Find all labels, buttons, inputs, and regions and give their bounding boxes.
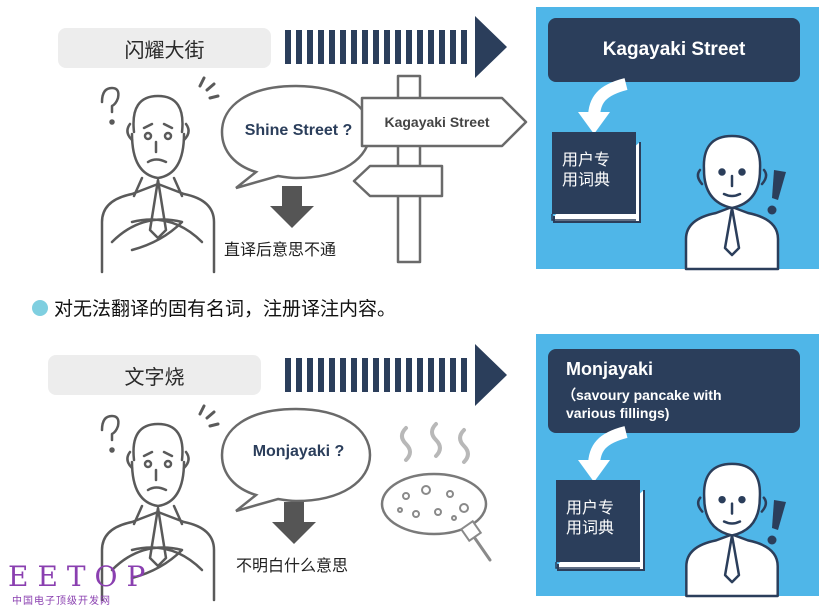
dictionary-book-icon-1 [551,132,641,223]
result-caption-1: 直译后意思不通 [224,240,337,259]
happy-person-icon-2 [685,462,779,598]
target-subtitle-2a: （savoury pancake with [562,387,722,403]
striped-arrow-1 [285,16,507,78]
striped-arrow-2 [285,344,507,406]
happy-person-icon-1 [684,134,780,271]
exclamation-icon-2 [767,500,786,545]
watermark-tagline: 中国电子顶级开发网 [12,596,111,607]
dictionary-label-1: 用户专用词典 [562,150,611,189]
bubble-text-1: Shine Street ? [244,122,353,139]
source-term-1: 闪耀大街 [124,37,205,62]
target-title-box-1: Kagayaki Street [548,18,800,82]
pancake-icon [380,422,492,562]
curved-arrow-1 [578,78,628,134]
result-caption-2: 不明白什么意思 [236,556,349,575]
speech-bubble-2 [220,407,372,513]
source-term-box-1: 闪耀大街 [58,28,271,68]
confused-person-icon-2 [100,404,220,602]
target-title-2: Monjayaki [566,359,654,379]
dictionary-book-icon-2 [555,480,645,571]
note-text: 对无法翻译的固有名词，注册译注内容。 [54,298,397,320]
sign-text: Kagayaki Street [384,114,490,130]
dictionary-label-2: 用户专用词典 [566,498,615,537]
exclamation-icon-1 [767,170,786,215]
bullet-dot [32,300,48,316]
confused-person-icon-1 [100,76,220,274]
down-arrow-2 [272,502,316,544]
down-arrow-1 [270,186,314,228]
target-title-box-2: Monjayaki （savoury pancake with various … [548,349,800,433]
target-subtitle-2b: various fillings) [566,405,670,421]
source-term-box-2: 文字烧 [48,355,261,395]
source-term-2: 文字烧 [124,364,185,389]
curved-arrow-2 [578,426,628,482]
bubble-text-2: Monjayaki ? [252,443,345,460]
watermark-brand: EETOP [8,560,155,593]
target-title-1: Kagayaki Street [602,39,746,60]
signpost-icon [352,74,528,264]
